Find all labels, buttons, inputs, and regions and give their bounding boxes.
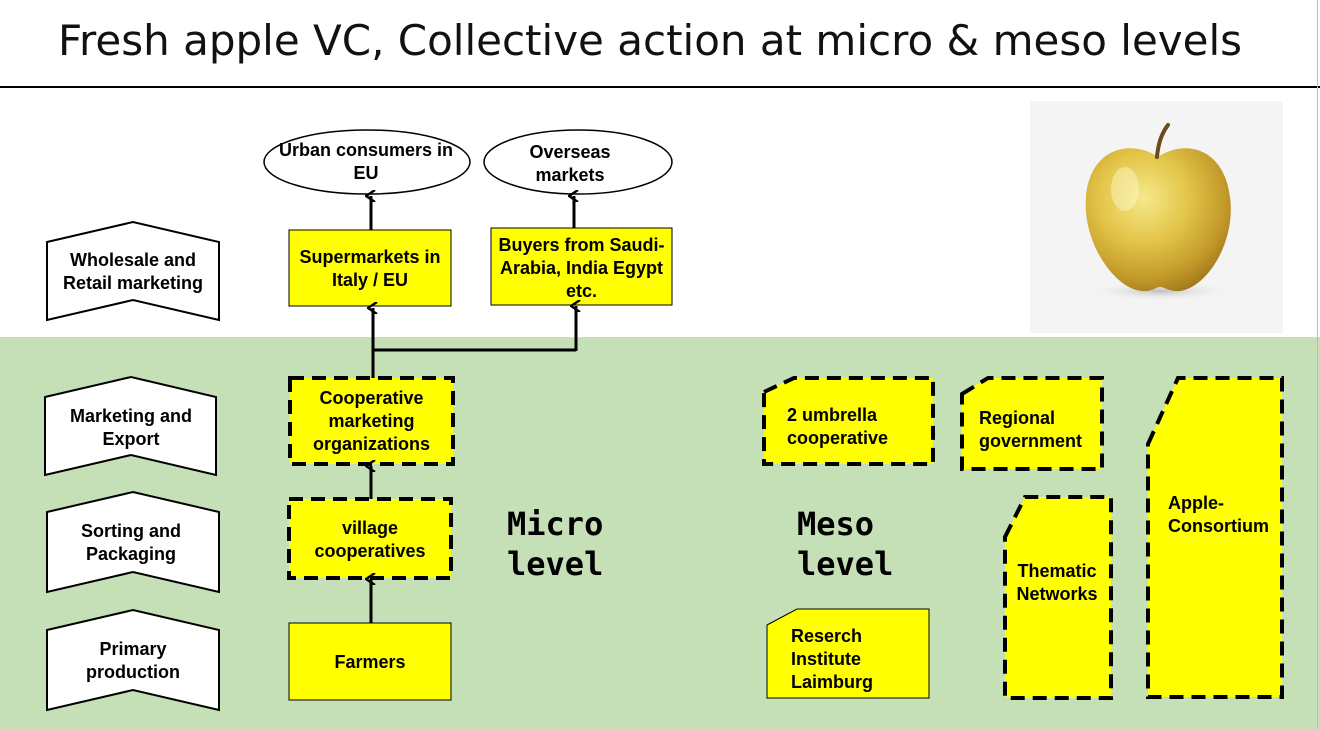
box-cooperative-marketing	[288, 376, 455, 466]
meso-level-label: Meso level	[797, 505, 894, 583]
research-institute-label: Reserch Institute Laimburg	[791, 625, 874, 692]
box-regional-government	[960, 376, 1104, 471]
stage-shape-primary	[46, 608, 220, 712]
village-cooperatives-label: village cooperatives	[314, 518, 426, 561]
supermarkets-label: Supermarkets in Italy / EU	[299, 247, 441, 290]
stage-shape-sorting	[46, 490, 220, 594]
stage-shape-marketing-export	[44, 375, 217, 477]
farmers-label: Farmers	[334, 651, 406, 672]
regional-government-label: Regional government	[979, 408, 1083, 451]
thematic-networks-label: Thematic Networks	[1016, 561, 1098, 604]
stage-sorting-label: Sorting and Packaging	[81, 521, 181, 564]
micro-level-label: Micro level	[507, 505, 604, 583]
box-apple-consortium	[1146, 376, 1284, 699]
box-thematic-networks	[1003, 495, 1113, 700]
overseas-markets-label: Overseas markets	[529, 142, 611, 185]
apple-image	[1030, 101, 1283, 333]
umbrella-cooperative-label: 2 umbrella cooperative	[787, 405, 889, 448]
page-title: Fresh apple VC, Collective action at mic…	[57, 16, 1243, 65]
stage-marketing-export-label: Marketing and Export	[69, 406, 193, 449]
apple-consortium-label: Apple-Consortium	[1168, 493, 1269, 536]
urban-consumers-label: Urban consumers in EU	[278, 140, 454, 183]
box-village-cooperatives	[287, 497, 453, 580]
box-umbrella-cooperative	[762, 376, 935, 466]
box-research-institute	[766, 608, 930, 699]
title-divider	[0, 86, 1320, 88]
box-buyers	[490, 227, 673, 306]
cooperative-marketing-label: Cooperative marketing organizations	[312, 387, 430, 454]
buyers-label: Buyers from Saudi-Arabia, India Egypt et…	[498, 234, 665, 301]
stage-shape-wholesale	[46, 220, 220, 322]
slide-edge	[1317, 0, 1318, 729]
stage-wholesale-label: Wholesale and Retail marketing	[62, 250, 204, 293]
stage-primary-label: Primary production	[86, 639, 180, 682]
